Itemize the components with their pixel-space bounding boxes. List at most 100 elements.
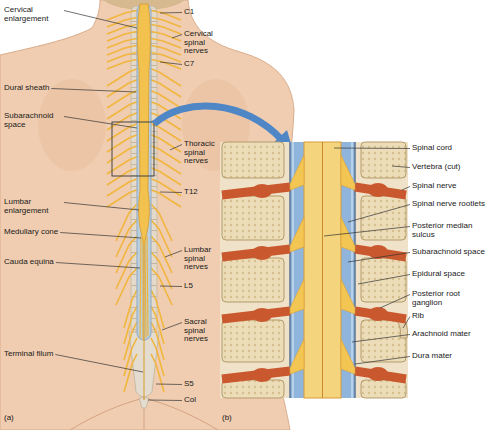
- root-ganglion: [368, 367, 388, 381]
- spinal-cord: [138, 4, 151, 246]
- leader-line: [60, 233, 141, 239]
- vertebra: [222, 320, 284, 362]
- part-label: Cervical enlargement: [4, 6, 62, 23]
- part-label: Spinal nerve: [412, 182, 456, 191]
- leader-line: [64, 11, 137, 29]
- rootlet-fan: [341, 279, 355, 314]
- zoom-box: [112, 122, 154, 176]
- nerve-rootlets: [290, 155, 355, 374]
- root-ganglion: [368, 245, 388, 259]
- part-label: Subarachnoid space: [412, 248, 485, 257]
- panel-letter: (a): [4, 414, 14, 423]
- part-label: Rib: [412, 312, 424, 321]
- rootlet-fan: [341, 217, 355, 252]
- leader-line: [170, 145, 182, 151]
- leader-line: [160, 286, 182, 288]
- vertebra-level: T12: [184, 188, 198, 197]
- part-label: Vertebra (cut): [412, 163, 460, 172]
- rootlet-fan: [290, 155, 304, 190]
- rootlet-fan: [290, 339, 304, 374]
- part-label: Epidural space: [412, 270, 465, 279]
- terminal-filum: [144, 246, 145, 400]
- dura-mater: [290, 142, 355, 398]
- part-label: Arachnoid mater: [412, 330, 471, 339]
- part-label: Dura mater: [412, 352, 452, 361]
- leader-line: [403, 317, 410, 329]
- leader-line: [380, 295, 410, 309]
- part-label: Lumbar spinal nerves: [184, 246, 218, 272]
- leader-line: [355, 357, 410, 365]
- posterior-median-sulcus: [322, 142, 323, 398]
- part-label: Cervical spinal nerves: [184, 30, 218, 56]
- leader-line: [162, 323, 182, 331]
- part-label: Lumbar enlargement: [4, 198, 62, 215]
- root-ganglion: [368, 307, 388, 321]
- leader-line: [160, 62, 182, 65]
- subarachnoid-space: [290, 142, 355, 398]
- leader-line: [64, 203, 139, 211]
- spinal-nerve: [222, 187, 406, 379]
- root-ganglion: [252, 246, 272, 260]
- root-ganglion: [252, 368, 272, 382]
- vertebra: [361, 196, 406, 240]
- part-label: Dural sheath: [4, 84, 49, 93]
- spinal-cord-section: [304, 142, 341, 398]
- part-label: Sacral spinal nerves: [184, 318, 218, 344]
- panel-letter: (b): [222, 414, 232, 423]
- leader-line: [324, 227, 410, 237]
- vertebra: [361, 380, 406, 398]
- leader-line: [358, 275, 410, 285]
- vertebra-level: C7: [184, 60, 194, 69]
- vertebrae: [222, 142, 406, 398]
- leader-line: [55, 355, 143, 373]
- rootlet-fan: [290, 279, 304, 314]
- leader-line: [51, 89, 136, 93]
- part-label: Spinal cord: [412, 144, 452, 153]
- vertebra-level: S5: [184, 380, 194, 389]
- vertebra: [361, 258, 406, 302]
- part-label: Cauda equina: [4, 258, 54, 267]
- vertebra: [222, 258, 284, 302]
- vertebra: [222, 380, 284, 398]
- vertebra-level: Col: [184, 396, 196, 405]
- part-label: Posterior root ganglion: [412, 290, 490, 307]
- leader-line: [165, 251, 182, 258]
- leader-line: [172, 35, 182, 39]
- part-label: Subarachnoid space: [4, 112, 62, 129]
- leader-line: [64, 117, 137, 129]
- leader-line: [56, 263, 140, 269]
- leader-line: [156, 384, 182, 386]
- part-label: Medullary cone: [4, 228, 58, 237]
- leader-line: [352, 335, 410, 343]
- rootlet-fan: [290, 217, 304, 252]
- leader-line: [402, 187, 410, 191]
- part-label: Terminal filum: [4, 350, 53, 359]
- vertebra-level: L5: [184, 282, 193, 291]
- vertebra: [222, 142, 284, 178]
- leader-line: [334, 148, 410, 150]
- spinal-nerve-sections: [222, 183, 406, 382]
- leader-line: [348, 205, 410, 223]
- rootlet-fan: [341, 339, 355, 374]
- zoom-arrow: [154, 106, 282, 140]
- leader-line: [392, 166, 410, 168]
- leader-line: [160, 12, 182, 14]
- leader-line: [148, 400, 182, 402]
- root-ganglion: [252, 184, 272, 198]
- leader-line: [160, 192, 182, 194]
- part-label: Thoracic spinal nerves: [184, 140, 218, 166]
- part-label: Posterior median sulcus: [412, 222, 490, 239]
- root-ganglion: [252, 308, 272, 322]
- leader-line: [348, 253, 410, 263]
- shoulder-blade: [38, 79, 106, 171]
- root-ganglion: [368, 183, 388, 197]
- vertebra: [222, 196, 284, 240]
- rootlet-fan: [341, 155, 355, 190]
- part-label: Spinal nerve rootlets: [412, 200, 485, 209]
- epidural-ground: [220, 142, 408, 398]
- vertebra: [361, 142, 406, 178]
